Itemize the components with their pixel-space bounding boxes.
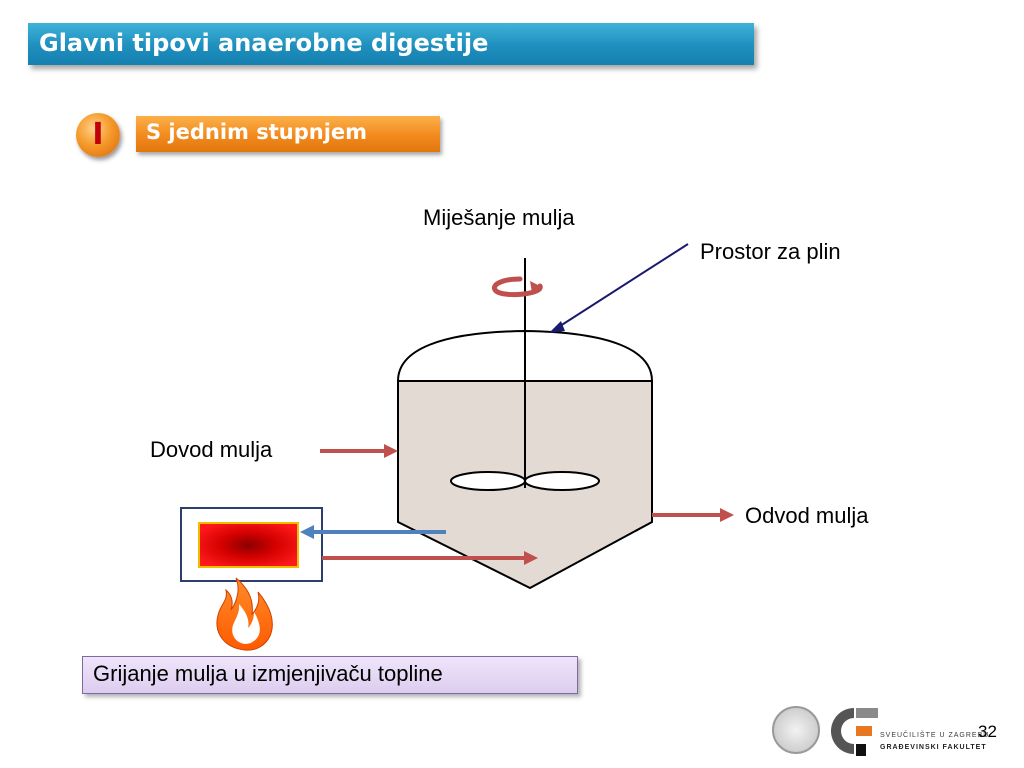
university-seal-icon — [772, 706, 820, 754]
impeller-left-blade — [450, 471, 526, 491]
subtitle-bar: S jednim stupnjem — [136, 116, 440, 152]
mixing-label: Miješanje mulja — [423, 205, 575, 230]
inlet-label: Dovod mulja — [150, 437, 273, 462]
page-number: 32 — [978, 722, 997, 741]
inlet-arrow — [320, 444, 398, 458]
outlet-label: Odvod mulja — [745, 503, 869, 528]
subtitle: S jednim stupnjem — [146, 120, 368, 144]
section-badge: I — [76, 113, 120, 157]
rotation-arrow-icon — [492, 276, 543, 298]
outlet-arrow — [652, 508, 734, 522]
faculty-logo: SVEUČILIŠTE U ZAGREBU GRAĐEVINSKI FAKULT… — [772, 704, 988, 762]
section-badge-label: I — [92, 117, 104, 152]
heated-feed-arrow — [322, 551, 538, 565]
faculty-name: SVEUČILIŠTE U ZAGREBU GRAĐEVINSKI FAKULT… — [880, 730, 989, 754]
heating-note-box: Grijanje mulja u izmjenjivaču topline — [82, 656, 578, 694]
title-bar: Glavni tipovi anaerobne digestije — [28, 23, 754, 65]
faculty-mark-icon — [831, 708, 878, 756]
flame-icon — [216, 577, 273, 651]
faculty-name-line: GRAĐEVINSKI FAKULTET — [880, 744, 987, 751]
university-name: SVEUČILIŠTE U ZAGREBU — [880, 732, 990, 739]
return-arrow — [300, 525, 446, 539]
impeller-right-blade — [524, 471, 600, 491]
heating-element — [198, 522, 299, 568]
page-title: Glavni tipovi anaerobne digestije — [39, 29, 489, 57]
gas-space-pointer — [556, 243, 689, 329]
gas-space-label: Prostor za plin — [700, 239, 841, 264]
heating-note: Grijanje mulja u izmjenjivaču topline — [93, 661, 443, 686]
